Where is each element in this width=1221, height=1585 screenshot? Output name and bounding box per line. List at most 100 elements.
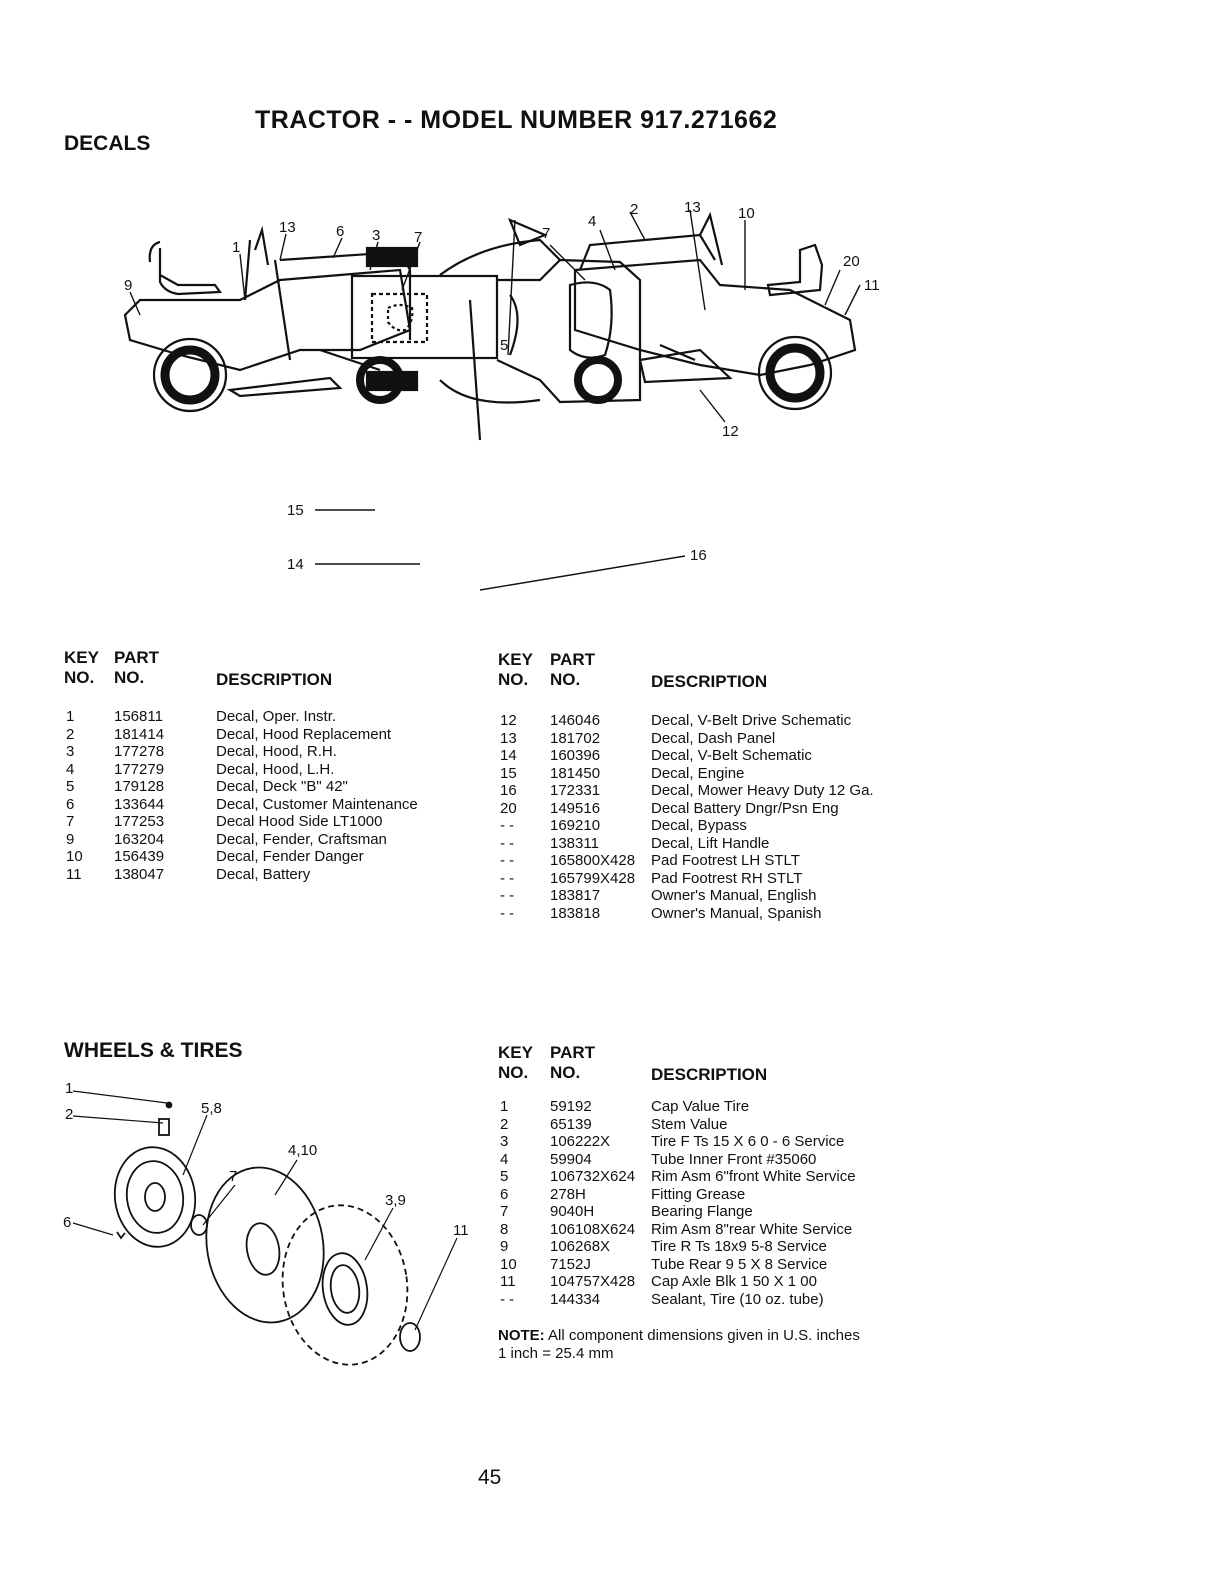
callout-3: 3	[372, 227, 380, 244]
front-rim-part	[113, 1146, 197, 1248]
axle-cap-part	[399, 1322, 421, 1352]
page-title: TRACTOR - - MODEL NUMBER 917.271662	[255, 106, 778, 134]
callout-13-right: 13	[684, 199, 701, 216]
decals-left-colhead: KEY NO. PART NO. DESCRIPTION	[64, 648, 384, 692]
grease-fitting-part	[116, 1231, 126, 1240]
decals-diagram: 13 6 3 7 1 9 2 13 10 7 4 20 11 12 5 15 1…	[123, 199, 880, 591]
col-part: PART	[550, 1043, 596, 1062]
page-number: 45	[478, 1466, 502, 1489]
callout-16: 16	[690, 547, 707, 564]
left-tractor-illustration	[123, 225, 412, 398]
wheel-callout-7: 7	[229, 1168, 237, 1185]
col-part-no: NO.	[114, 668, 145, 687]
callout-2: 2	[630, 201, 638, 218]
col-key-no: NO.	[498, 670, 529, 689]
col-part: PART	[550, 650, 596, 669]
col-description: DESCRIPTION	[651, 672, 768, 691]
callout-7-left: 7	[414, 229, 422, 246]
right-rear-wheel	[757, 335, 833, 411]
callout-9: 9	[124, 277, 132, 294]
note-text: All component dimensions given in U.S. i…	[544, 1327, 860, 1344]
col-key: KEY	[64, 648, 99, 667]
callout-13-left: 13	[279, 219, 296, 236]
col-key: KEY	[498, 1043, 533, 1062]
front-tire-part	[205, 1166, 325, 1324]
wheels-diagram: 1 2 5,8 4,10 7 3,9 6 11	[63, 1080, 469, 1366]
col-key-no: NO.	[64, 668, 95, 687]
callout-1: 1	[232, 239, 240, 256]
wheels-heading: WHEELS & TIRES	[64, 1039, 243, 1062]
col-part-no: NO.	[550, 1063, 581, 1082]
col-key-no: NO.	[498, 1063, 529, 1082]
callout-10: 10	[738, 205, 755, 222]
wheel-callout-3-9: 3,9	[385, 1192, 406, 1209]
valve-cap-part	[165, 1101, 173, 1109]
col-key: KEY	[498, 650, 533, 669]
right-front-wheel	[574, 356, 622, 404]
bearing-flange-part	[190, 1214, 208, 1236]
decals-right-colhead: KEY NO. PART NO. DESCRIPTION	[498, 650, 818, 694]
rear-tire-part	[281, 1204, 409, 1366]
callout-7-right: 7	[542, 225, 550, 242]
callout-6: 6	[336, 223, 344, 240]
col-part-no: NO.	[550, 670, 581, 689]
callout-20: 20	[843, 253, 860, 270]
wheel-callout-2: 2	[65, 1106, 73, 1123]
wheel-callout-11: 11	[453, 1222, 469, 1239]
callout-15: 15	[287, 502, 304, 519]
callout-4: 4	[588, 213, 596, 230]
note-label: NOTE:	[498, 1327, 545, 1344]
dimension-note: NOTE: All component dimensions given in …	[498, 1327, 860, 1363]
col-description: DESCRIPTION	[651, 1065, 768, 1084]
valve-stem-part	[158, 1118, 170, 1136]
callout-12: 12	[722, 423, 739, 440]
wheel-callout-1: 1	[65, 1080, 73, 1097]
decals-heading: DECALS	[64, 132, 151, 155]
wheel-callout-4-10: 4,10	[288, 1142, 317, 1159]
col-description: DESCRIPTION	[216, 670, 333, 689]
wheel-callout-5-8: 5,8	[201, 1100, 222, 1117]
callout-11: 11	[864, 277, 880, 294]
left-rear-wheel	[152, 337, 228, 413]
wheels-colhead: KEY NO. PART NO. DESCRIPTION	[498, 1043, 818, 1087]
note-conversion: 1 inch = 25.4 mm	[498, 1345, 614, 1362]
callout-5: 5	[500, 337, 508, 354]
